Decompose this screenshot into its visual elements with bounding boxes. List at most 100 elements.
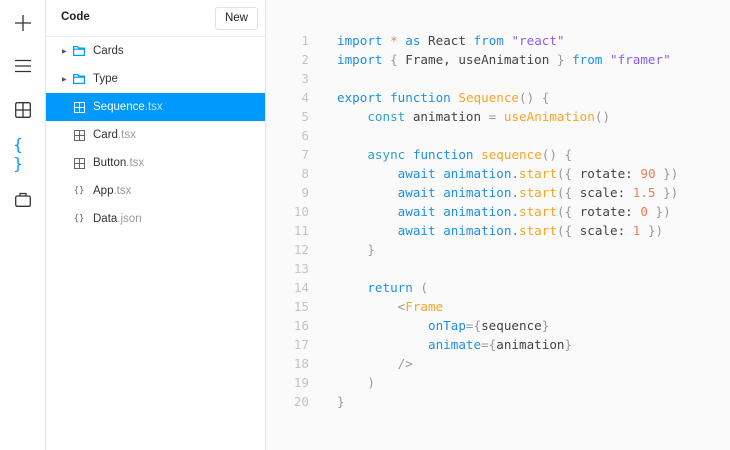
code-token: 1.5 bbox=[632, 185, 656, 200]
code-token: start bbox=[519, 204, 557, 219]
line-text: onTap={sequence} bbox=[337, 316, 549, 335]
code-token: function bbox=[390, 90, 451, 105]
briefcase-icon[interactable] bbox=[13, 189, 33, 209]
line-number: 6 bbox=[301, 128, 309, 143]
code-token: sequence bbox=[481, 147, 542, 162]
expand-caret-icon[interactable]: ▶ bbox=[62, 76, 67, 83]
line-number: 16 bbox=[293, 318, 309, 333]
panel-header: Code New bbox=[46, 0, 265, 37]
code-token bbox=[337, 109, 367, 124]
line-text: await animation.start({ scale: 1 }) bbox=[337, 221, 663, 240]
menu-icon[interactable] bbox=[13, 56, 33, 76]
code-token: rotate: bbox=[579, 204, 641, 219]
code-token: await bbox=[397, 185, 436, 200]
code-token: ( bbox=[412, 280, 429, 295]
line-text: import { Frame, useAnimation } from "fra… bbox=[337, 50, 671, 69]
code-token: animation. bbox=[443, 223, 520, 238]
file-item-button[interactable]: Button.tsx bbox=[46, 149, 265, 177]
code-token: } bbox=[337, 242, 375, 257]
line-number: 15 bbox=[293, 299, 309, 314]
new-file-button[interactable]: New bbox=[214, 7, 258, 30]
file-item-data[interactable]: {}Data.json bbox=[46, 205, 265, 233]
code-token: Sequence bbox=[458, 90, 520, 105]
line-number: 14 bbox=[293, 280, 309, 295]
code-token: 0 bbox=[640, 204, 648, 219]
file-basename: Button bbox=[93, 157, 127, 169]
line-number: 7 bbox=[301, 147, 309, 162]
code-token bbox=[337, 166, 398, 181]
code-token: start bbox=[519, 166, 557, 181]
grid-icon[interactable] bbox=[13, 100, 33, 120]
code-token: React bbox=[420, 33, 474, 48]
code-token bbox=[337, 223, 398, 238]
code-file-icon: {} bbox=[73, 186, 85, 196]
icon-rail: { } bbox=[0, 0, 46, 450]
file-item-cards[interactable]: ▶ Cards bbox=[46, 37, 265, 65]
code-token bbox=[337, 337, 428, 352]
code-token: "react" bbox=[511, 33, 565, 48]
code-token: "framer" bbox=[610, 52, 671, 67]
line-number: 20 bbox=[293, 394, 309, 409]
code-token: await bbox=[397, 166, 436, 181]
component-grid-icon bbox=[73, 101, 85, 113]
code-token: 1 bbox=[632, 223, 641, 238]
folder-icon bbox=[73, 73, 85, 85]
code-token bbox=[496, 109, 504, 124]
code-token: return bbox=[367, 280, 413, 295]
code-token: () bbox=[594, 109, 611, 124]
file-name: Cards bbox=[93, 45, 124, 57]
line-number: 4 bbox=[301, 90, 309, 105]
code-token bbox=[405, 147, 413, 162]
component-grid-icon bbox=[73, 129, 85, 141]
code-token bbox=[383, 90, 391, 105]
code-token bbox=[474, 147, 482, 162]
file-basename: App bbox=[93, 185, 114, 197]
code-braces-icon[interactable]: { } bbox=[13, 135, 24, 173]
expand-caret-icon[interactable]: ▶ bbox=[62, 48, 67, 55]
code-token: () { bbox=[541, 147, 573, 162]
code-token: } bbox=[337, 394, 345, 409]
code-token: onTap bbox=[428, 318, 466, 333]
file-extension: .tsx bbox=[126, 157, 145, 169]
code-token: ={ bbox=[465, 318, 482, 333]
line-text: await animation.start({ rotate: 90 }) bbox=[337, 164, 679, 183]
line-number: 5 bbox=[301, 109, 309, 124]
folder-icon bbox=[73, 45, 85, 57]
code-token: } bbox=[541, 318, 550, 333]
line-number: 3 bbox=[301, 71, 309, 86]
code-token: } bbox=[549, 52, 573, 67]
component-grid-icon bbox=[73, 157, 85, 169]
code-token: await bbox=[397, 204, 436, 219]
file-extension: .tsx bbox=[117, 129, 136, 141]
file-name: Button.tsx bbox=[93, 157, 144, 169]
line-text: ) bbox=[337, 373, 375, 392]
code-token: scale: bbox=[579, 185, 633, 200]
code-token bbox=[337, 318, 428, 333]
file-extension: .json bbox=[117, 213, 142, 225]
file-item-card[interactable]: Card.tsx bbox=[46, 121, 265, 149]
code-token: ({ bbox=[556, 223, 580, 238]
code-token: ) bbox=[337, 375, 375, 390]
code-token: as bbox=[405, 33, 421, 48]
code-token: Frame bbox=[405, 299, 444, 314]
code-token: () { bbox=[519, 90, 550, 105]
code-token: const bbox=[367, 109, 406, 124]
file-item-app[interactable]: {}App.tsx bbox=[46, 177, 265, 205]
file-basename: Card bbox=[93, 129, 118, 141]
code-token: start bbox=[519, 223, 557, 238]
line-text: const animation = useAnimation() bbox=[337, 107, 610, 126]
file-item-sequence[interactable]: Sequence.tsx bbox=[46, 93, 265, 121]
plus-icon[interactable] bbox=[13, 13, 33, 33]
file-name: Data.json bbox=[93, 213, 142, 225]
line-number: 19 bbox=[293, 375, 309, 390]
line-text: async function sequence() { bbox=[337, 145, 572, 164]
line-number: 17 bbox=[293, 337, 309, 352]
line-number: 11 bbox=[293, 223, 309, 238]
line-number: 18 bbox=[293, 356, 309, 371]
code-token: } bbox=[564, 337, 573, 352]
file-item-type[interactable]: ▶Type bbox=[46, 65, 265, 93]
code-token bbox=[383, 33, 391, 48]
code-token: animation. bbox=[443, 185, 520, 200]
code-token bbox=[337, 280, 367, 295]
